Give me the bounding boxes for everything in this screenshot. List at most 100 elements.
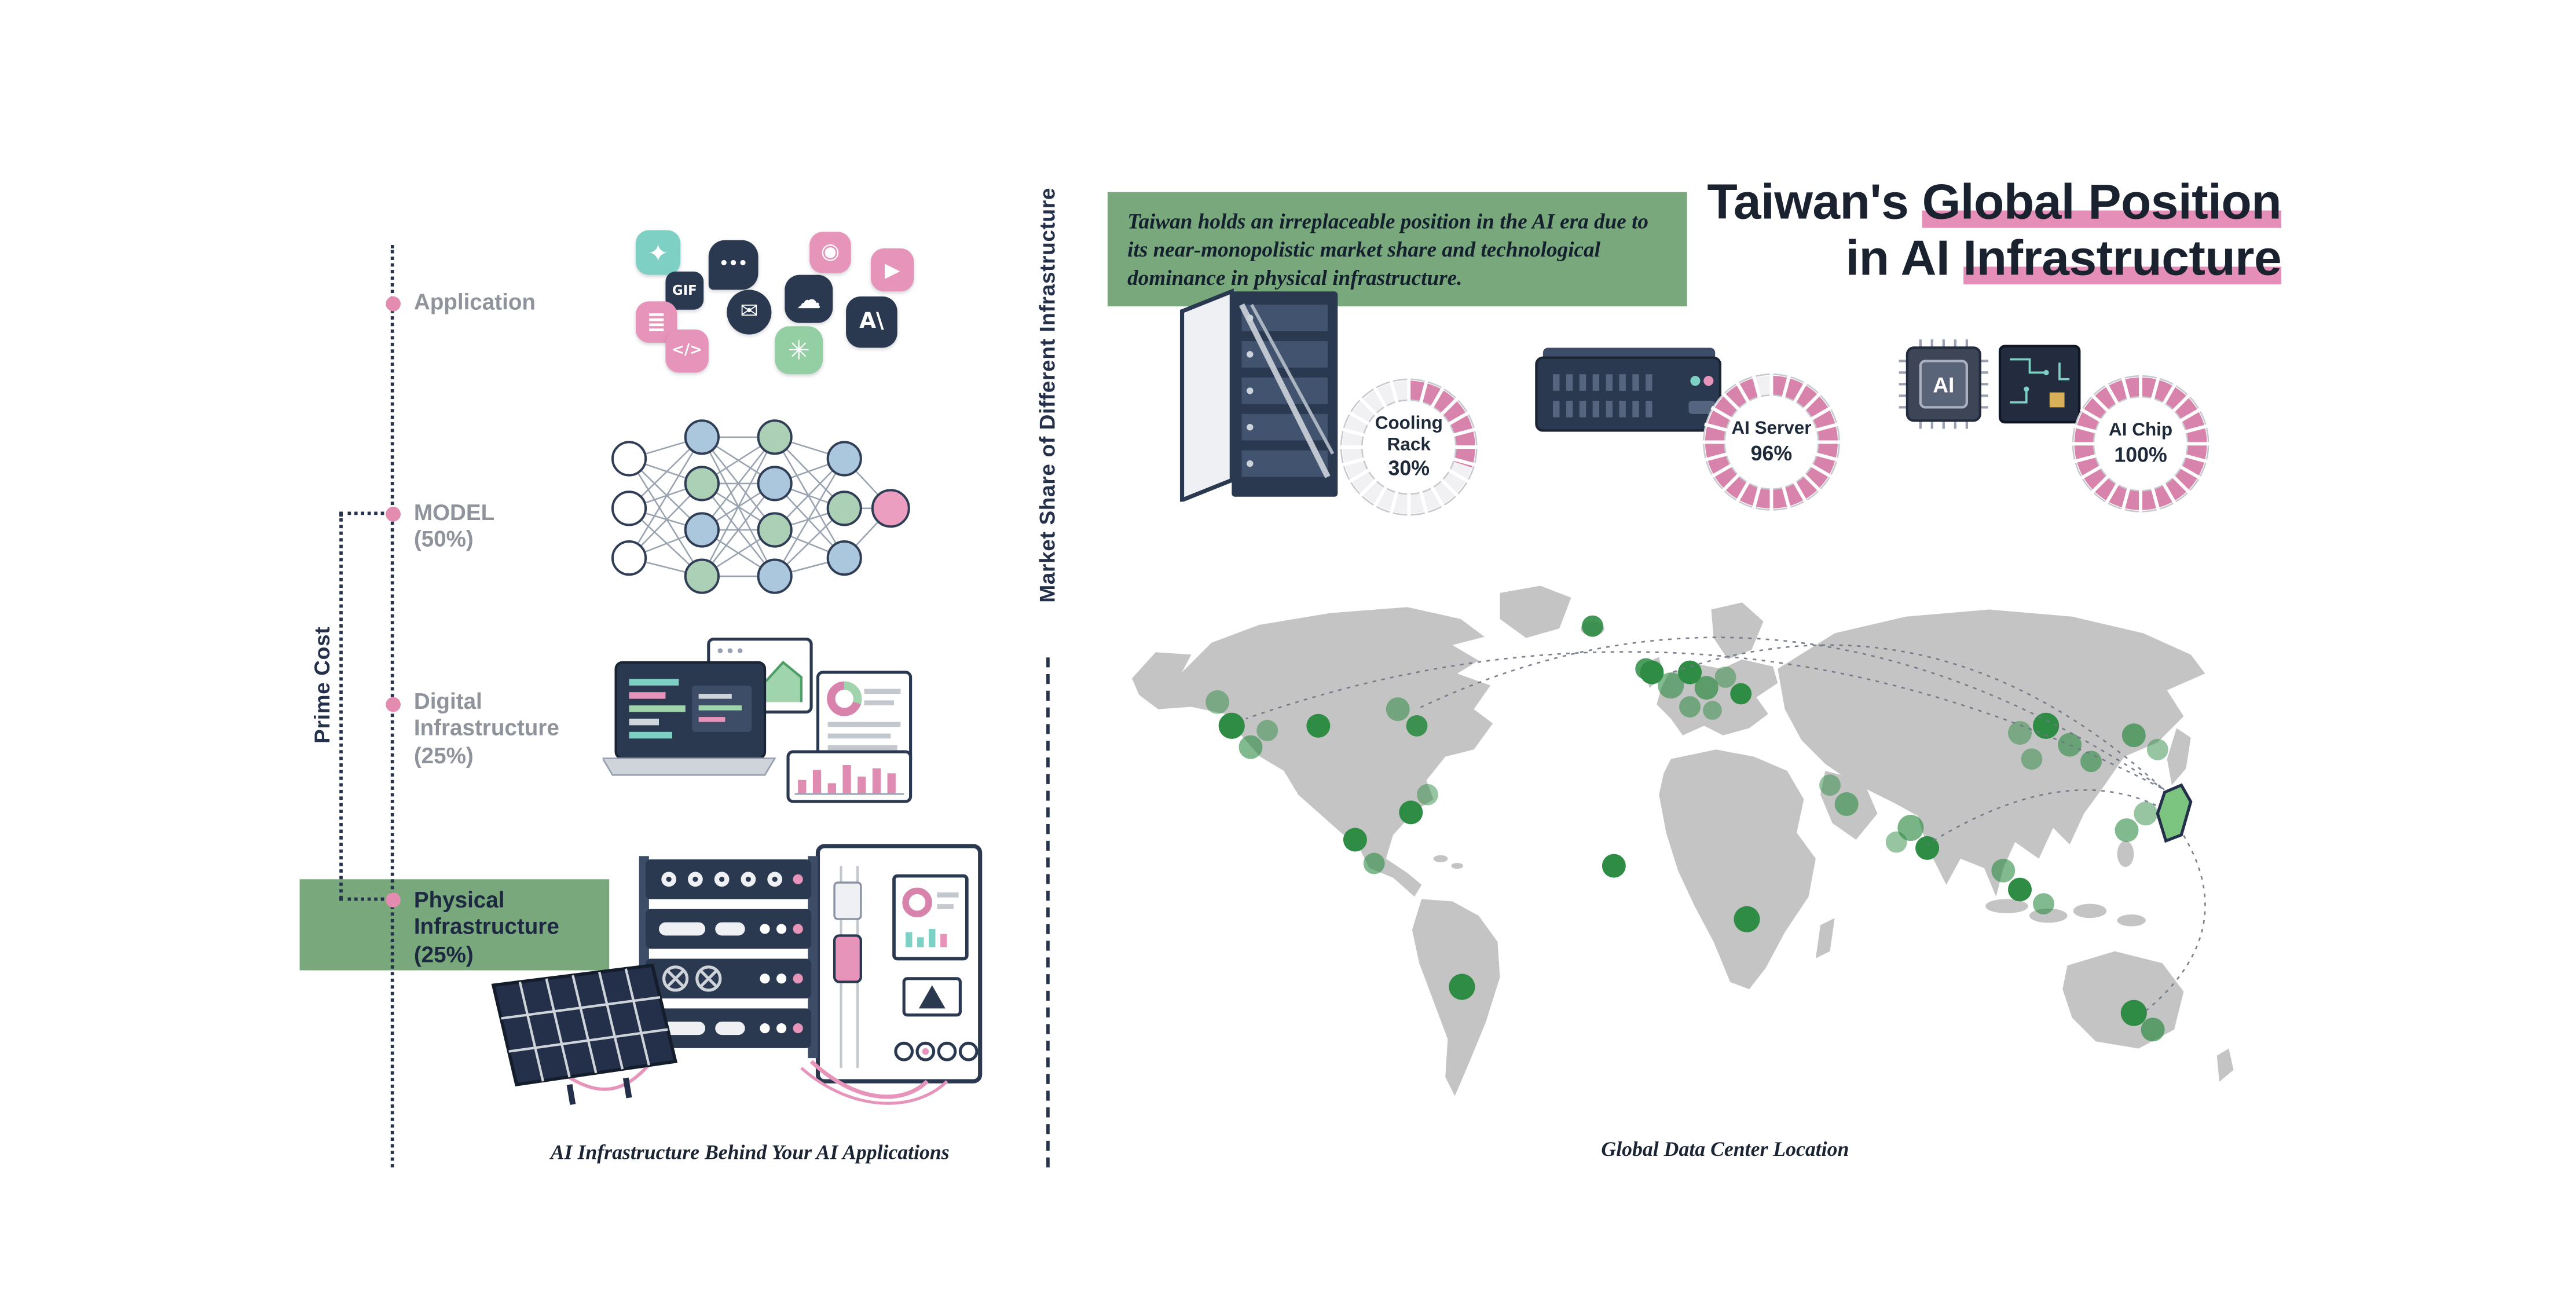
data-center-dot xyxy=(1582,615,1603,637)
divider-line xyxy=(1046,141,1050,1167)
physical-infrastructure-illustration xyxy=(487,833,987,1126)
title-text: Taiwan's xyxy=(1707,175,1922,230)
intro-box: Taiwan holds an irreplaceable position i… xyxy=(1107,192,1687,306)
data-center-dot xyxy=(1306,713,1331,738)
data-center-dot xyxy=(2141,1017,2165,1042)
data-center-dot xyxy=(1679,696,1701,718)
left-caption: AI Infrastructure Behind Your AI Applica… xyxy=(550,1141,950,1165)
data-center-dot xyxy=(1399,800,1423,825)
data-center-dot xyxy=(1449,973,1475,1000)
donut-ai-chip: AI Chip 100% xyxy=(2066,369,2215,518)
data-center-dot xyxy=(1714,666,1736,688)
connection-routes xyxy=(1245,636,2206,1014)
data-center-dot xyxy=(1256,720,1278,741)
data-center-dot xyxy=(1363,852,1385,874)
data-center-dot xyxy=(2021,748,2043,770)
layer-label-sub: (50%) xyxy=(413,527,474,552)
data-center-dot xyxy=(1897,814,1924,841)
code-icon: </> xyxy=(665,330,709,373)
axis-dot-model xyxy=(384,506,400,521)
page-title: Taiwan's Global Position in AI Infrastru… xyxy=(1705,175,2282,289)
layer-model-label: MODEL (50%) xyxy=(414,500,613,555)
axis-dot-digital xyxy=(384,696,400,712)
data-center-dot xyxy=(1205,690,1230,714)
mail-icon: ✉ xyxy=(727,290,772,335)
donut-title: Cooling Rack xyxy=(1375,413,1443,455)
data-center-dot xyxy=(2146,738,2168,760)
title-line-1: Taiwan's Global Position xyxy=(1705,175,2282,232)
data-center-dot xyxy=(1343,828,1367,852)
chat-icon: ••• xyxy=(708,240,758,290)
svg-text:AI: AI xyxy=(1933,373,1954,397)
layer-label-text: MODEL xyxy=(413,500,495,525)
donut-title: AI Server xyxy=(1731,419,1812,440)
world-map xyxy=(1123,559,2310,1154)
data-center-dot xyxy=(2121,723,2146,748)
layer-label-text: Physical Infrastructure xyxy=(413,887,559,940)
layer-physical-label: Physical Infrastructure (25%) xyxy=(414,888,599,969)
claude-icon: A\ xyxy=(846,296,897,348)
donut-ai-server: AI Server 96% xyxy=(1697,368,1846,517)
layer-label-sub: (25%) xyxy=(413,942,474,967)
data-center-dot xyxy=(1602,854,1626,878)
data-center-dot xyxy=(1730,683,1752,705)
data-center-dot xyxy=(1694,676,1718,700)
digital-infrastructure-illustration xyxy=(601,636,917,813)
data-center-dot xyxy=(1734,906,1760,932)
title-highlight: Global Position xyxy=(1922,175,2282,230)
sparkle-icon: ✦ xyxy=(635,230,681,275)
ai-server-illustration xyxy=(1533,341,1724,445)
data-center-dot xyxy=(2120,1000,2147,1026)
taiwan-highlight xyxy=(2156,783,2193,843)
layer-digital-label: Digital Infrastructure (25%) xyxy=(414,689,599,770)
location-pin-icon: ◉ xyxy=(809,232,851,273)
data-center-dot xyxy=(1218,712,1245,739)
document-icon: ≣ xyxy=(635,301,677,343)
donut-ring xyxy=(2071,374,2210,513)
cooling-rack-illustration xyxy=(1175,278,1358,510)
neural-network-illustration xyxy=(596,418,910,612)
physical-highlight-box xyxy=(299,879,610,971)
openai-icon: ✳ xyxy=(775,326,823,375)
divider-label: Market Share of Different Infrastructure xyxy=(1026,139,1070,653)
prime-cost-bracket-bottom xyxy=(339,897,391,901)
layer-application-label: Application xyxy=(414,290,613,317)
data-center-dot xyxy=(1885,831,1907,853)
prime-cost-bracket-line xyxy=(339,513,343,899)
prime-cost-bracket-top xyxy=(339,511,391,515)
data-center-dot xyxy=(1834,792,1859,817)
cloud-icon: ☁ xyxy=(785,274,833,323)
continents xyxy=(1132,585,2234,1096)
layer-label-text: Application xyxy=(413,290,536,315)
data-center-dot xyxy=(1658,672,1684,699)
donut-ring xyxy=(1339,378,1478,517)
donut-value: 100% xyxy=(2114,443,2167,467)
donut-cooling-rack: Cooling Rack 30% xyxy=(1335,372,1483,521)
intro-text: Taiwan holds an irreplaceable position i… xyxy=(1127,208,1649,291)
data-center-dot xyxy=(1991,858,2016,883)
data-center-dot xyxy=(2033,893,2054,915)
data-center-dot xyxy=(2115,818,2139,843)
data-center-dot xyxy=(1238,735,1263,759)
layer-label-text: Digital Infrastructure xyxy=(413,689,559,741)
donut-value: 30% xyxy=(1388,457,1430,481)
video-icon: ▶ xyxy=(870,248,914,292)
donut-value: 96% xyxy=(1750,441,1793,465)
data-center-dot xyxy=(1819,774,1841,796)
axis-dot-physical xyxy=(384,891,400,907)
data-center-dot xyxy=(2007,721,2032,745)
data-center-dot xyxy=(1386,697,1410,722)
data-center-dot xyxy=(1640,660,1664,685)
ai-chip-illustration: AI xyxy=(1897,336,2088,437)
title-line-2: in AI Infrastructure xyxy=(1705,232,2282,289)
title-text: in AI xyxy=(1845,232,1963,287)
data-center-dot xyxy=(1703,701,1722,720)
gif-icon: GIF xyxy=(665,271,704,310)
map-caption: Global Data Center Location xyxy=(1601,1137,1849,1161)
donut-ring xyxy=(1702,372,1841,512)
data-center-dot xyxy=(2007,877,2032,902)
title-highlight: Infrastructure xyxy=(1963,232,2282,287)
axis-dot-application xyxy=(384,295,400,311)
